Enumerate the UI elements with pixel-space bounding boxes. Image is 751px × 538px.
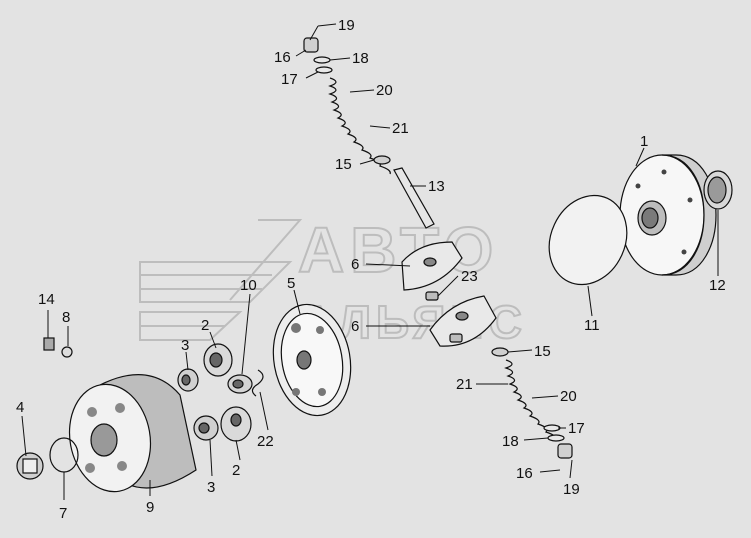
callout-2-upper: 2: [201, 317, 209, 334]
part-8-washer: [61, 346, 73, 358]
callout-17-lower: 17: [568, 420, 585, 437]
callout-6-upper: 6: [351, 256, 359, 273]
spring-assembly-upper: [303, 37, 435, 229]
callout-8: 8: [62, 309, 70, 326]
part-2-bushing-lower: [220, 406, 252, 442]
callout-19-upper: 19: [338, 17, 355, 34]
part-22-clip: [251, 369, 264, 397]
callout-12: 12: [709, 277, 726, 294]
callout-labels: 1 12 11 13 19 16 18 17 20 21 15 6 23 6 1…: [16, 17, 726, 522]
part-10-roller: [227, 374, 253, 394]
callout-21-upper: 21: [392, 120, 409, 137]
part-14-nut: [43, 337, 55, 351]
callout-17-upper: 17: [281, 71, 298, 88]
callout-10: 10: [240, 277, 257, 294]
callout-15-upper: 15: [335, 156, 352, 173]
part-1-drum: [619, 154, 717, 276]
callout-22: 22: [257, 433, 274, 450]
part-12-ring: [703, 170, 733, 210]
part-9-housing: [68, 374, 197, 493]
callout-19-lower: 19: [563, 481, 580, 498]
part-2-bushing-upper: [203, 343, 233, 377]
watermark-logo-icon: [139, 219, 303, 341]
callout-11: 11: [584, 317, 600, 334]
callout-5: 5: [287, 275, 295, 292]
part-5-disc: [272, 303, 352, 417]
callout-9: 9: [146, 499, 154, 516]
part-6-block-lower: [429, 295, 497, 347]
callout-3-upper: 3: [181, 337, 189, 354]
part-4-plug: [16, 452, 44, 480]
callout-1: 1: [640, 133, 648, 150]
callout-20-upper: 20: [376, 82, 393, 99]
callout-4: 4: [16, 399, 24, 416]
callout-6-lower: 6: [351, 318, 359, 335]
part-3-pin-upper: [177, 368, 199, 392]
callout-18-upper: 18: [352, 50, 369, 67]
callout-2-lower: 2: [232, 462, 240, 479]
part-11-gasket: [548, 194, 628, 286]
callout-3-lower: 3: [207, 479, 215, 496]
callout-18-lower: 18: [502, 433, 519, 450]
callout-21-lower: 21: [456, 376, 473, 393]
callout-13: 13: [428, 178, 445, 195]
callout-23: 23: [461, 268, 478, 285]
callout-20-lower: 20: [560, 388, 577, 405]
part-6-block-upper: [401, 241, 463, 301]
leader-lines: [21, 23, 719, 500]
callout-14: 14: [38, 291, 55, 308]
callout-16-upper: 16: [274, 49, 291, 66]
watermark-line1: АВТО: [298, 214, 499, 286]
part-3-pin-lower: [193, 415, 219, 441]
callout-7: 7: [59, 505, 67, 522]
callout-16-lower: 16: [516, 465, 533, 482]
callout-15-lower: 15: [534, 343, 551, 360]
